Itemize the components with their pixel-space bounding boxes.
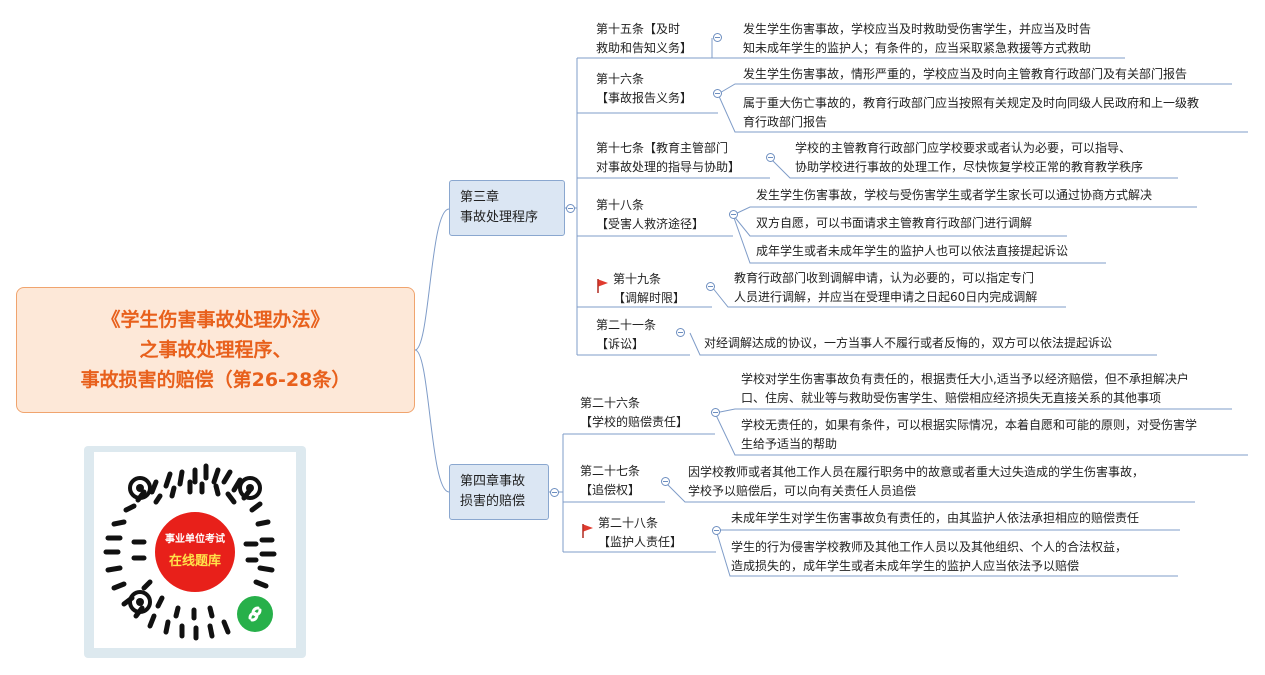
article-19[interactable]: 第十九条 【调解时限】 (613, 270, 685, 308)
flag-icon (582, 524, 593, 538)
collapse-icon[interactable] (711, 408, 720, 417)
collapse-icon[interactable] (566, 204, 575, 213)
article-21-line-1: 第二十一条 (596, 318, 657, 332)
article-19-line-1: 第十九条 (613, 272, 662, 286)
leaf-18-c-line-1: 成年学生或者未成年学生的监护人也可以依法直接提起诉讼 (756, 244, 1069, 258)
leaf-16-b-line-1: 属于重大伤亡事故的，教育行政部门应当按照有关规定及时向同级人民政府和上一级教 (743, 96, 1200, 110)
leaf-21-a-line-1: 对经调解达成的协议，一方当事人不履行或者反悔的，双方可以依法提起诉讼 (704, 336, 1113, 350)
leaf-27-a-line-1: 因学校教师或者其他工作人员在履行职务中的故意或者重大过失造成的学生伤害事故， (688, 465, 1145, 479)
leaf-18-b-line-1: 双方自愿，可以书面请求主管教育行政部门进行调解 (756, 216, 1033, 230)
article-21[interactable]: 第二十一条 【诉讼】 (596, 316, 656, 354)
article-16[interactable]: 第十六条 【事故报告义务】 (596, 70, 692, 108)
root-title-line-3: 事故损害的赔偿（第26-28条） (80, 369, 351, 391)
article-19-line-2: 【调解时限】 (613, 291, 686, 305)
root-topic[interactable]: 《学生伤害事故处理办法》 之事故处理程序、 事故损害的赔偿（第26-28条） (16, 287, 415, 413)
article-15-line-2: 救助和告知义务】 (596, 41, 693, 55)
leaf-26-b-line-1: 学校无责任的，如果有条件，可以根据实际情况，本着自愿和可能的原则，对受伤害学 (741, 418, 1198, 432)
branch-chapter-4[interactable]: 第四章事故 损害的赔偿 (449, 464, 549, 520)
article-18[interactable]: 第十八条 【受害人救济途径】 (596, 196, 704, 234)
article-27[interactable]: 第二十七条 【追偿权】 (580, 462, 640, 500)
leaf-17-a[interactable]: 学校的主管教育行政部门应学校要求或者认为必要，可以指导、 协助学校进行事故的处理… (795, 139, 1143, 177)
collapse-icon[interactable] (706, 282, 715, 291)
article-26[interactable]: 第二十六条 【学校的赔偿责任】 (580, 394, 688, 432)
article-28-line-2: 【监护人责任】 (598, 535, 683, 549)
leaf-18-a-line-1: 发生学生伤害事故，学校与受伤害学生或者学生家长可以通过协商方式解决 (756, 188, 1153, 202)
leaf-15-a-line-1: 发生学生伤害事故，学校应当及时救助受伤害学生，并应当及时告 (743, 22, 1092, 36)
qr-code[interactable] (94, 452, 296, 648)
collapse-icon[interactable] (676, 328, 685, 337)
leaf-21-a[interactable]: 对经调解达成的协议，一方当事人不履行或者反悔的，双方可以依法提起诉讼 (704, 334, 1112, 353)
leaf-27-a[interactable]: 因学校教师或者其他工作人员在履行职务中的故意或者重大过失造成的学生伤害事故， 学… (688, 463, 1144, 501)
article-16-line-1: 第十六条 (596, 72, 645, 86)
article-21-line-2: 【诉讼】 (596, 337, 645, 351)
leaf-18-b[interactable]: 双方自愿，可以书面请求主管教育行政部门进行调解 (756, 214, 1032, 233)
collapse-icon[interactable] (766, 153, 775, 162)
leaf-26-a-line-2: 口、住房、就业等与救助受伤害学生、赔偿相应经济损失无直接关系的其他事项 (741, 391, 1162, 405)
collapse-icon[interactable] (713, 89, 722, 98)
leaf-16-b[interactable]: 属于重大伤亡事故的，教育行政部门应当按照有关规定及时向同级人民政府和上一级教 育… (743, 94, 1199, 132)
article-18-line-2: 【受害人救济途径】 (596, 217, 705, 231)
leaf-19-a-line-1: 教育行政部门收到调解申请，认为必要的，可以指定专门 (734, 271, 1035, 285)
branch-chapter-3-line-2: 事故处理程序 (460, 210, 539, 225)
article-27-line-1: 第二十七条 (580, 464, 641, 478)
leaf-19-a-line-2: 人员进行调解，并应当在受理申请之日起60日内完成调解 (734, 290, 1038, 304)
branch-chapter-4-line-1: 第四章事故 (460, 474, 526, 489)
qr-badge-line-2: 在线题库 (168, 554, 221, 569)
article-26-line-1: 第二十六条 (580, 396, 641, 410)
qr-center-badge: 事业单位考试 在线题库 (152, 509, 238, 595)
leaf-28-b-line-2: 造成损失的，成年学生或者未成年学生的监护人应当依法予以赔偿 (731, 559, 1080, 573)
leaf-17-a-line-1: 学校的主管教育行政部门应学校要求或者认为必要，可以指导、 (795, 141, 1132, 155)
article-28[interactable]: 第二十八条 【监护人责任】 (598, 514, 682, 552)
leaf-15-a-line-2: 知未成年学生的监护人；有条件的，应当采取紧急救援等方式救助 (743, 41, 1092, 55)
article-18-line-1: 第十八条 (596, 198, 645, 212)
leaf-16-a[interactable]: 发生学生伤害事故，情形严重的，学校应当及时向主管教育行政部门及有关部门报告 (743, 65, 1187, 84)
leaf-28-b[interactable]: 学生的行为侵害学校教师及其他工作人员以及其他组织、个人的合法权益， 造成损失的，… (731, 538, 1127, 576)
leaf-16-a-line-1: 发生学生伤害事故，情形严重的，学校应当及时向主管教育行政部门及有关部门报告 (743, 67, 1188, 81)
leaf-26-a[interactable]: 学校对学生伤害事故负有责任的，根据责任大小,适当予以经济赔偿，但不承担解决户 口… (741, 370, 1189, 408)
article-26-line-2: 【学校的赔偿责任】 (580, 415, 689, 429)
collapse-icon[interactable] (729, 210, 738, 219)
article-17-line-1: 第十七条【教育主管部门 (596, 141, 729, 155)
branch-chapter-4-line-2: 损害的赔偿 (460, 494, 526, 509)
leaf-26-b[interactable]: 学校无责任的，如果有条件，可以根据实际情况，本着自愿和可能的原则，对受伤害学 生… (741, 416, 1197, 454)
collapse-icon[interactable] (550, 488, 559, 497)
leaf-27-a-line-2: 学校予以赔偿后，可以向有关责任人员追偿 (688, 484, 917, 498)
article-28-line-1: 第二十八条 (598, 516, 659, 530)
leaf-28-a-line-1: 未成年学生对学生伤害事故负有责任的，由其监护人依法承担相应的赔偿责任 (731, 511, 1140, 525)
leaf-18-c[interactable]: 成年学生或者未成年学生的监护人也可以依法直接提起诉讼 (756, 242, 1068, 261)
leaf-28-a[interactable]: 未成年学生对学生伤害事故负有责任的，由其监护人依法承担相应的赔偿责任 (731, 509, 1139, 528)
branch-chapter-3[interactable]: 第三章 事故处理程序 (449, 180, 565, 236)
article-15-line-1: 第十五条【及时 (596, 22, 681, 36)
branch-chapter-3-line-1: 第三章 (460, 190, 500, 205)
article-17-line-2: 对事故处理的指导与协助】 (596, 160, 741, 174)
collapse-icon[interactable] (713, 33, 722, 42)
leaf-26-a-line-1: 学校对学生伤害事故负有责任的，根据责任大小,适当予以经济赔偿，但不承担解决户 (741, 372, 1189, 386)
leaf-26-b-line-2: 生给予适当的帮助 (741, 437, 838, 451)
article-15[interactable]: 第十五条【及时 救助和告知义务】 (596, 20, 692, 58)
miniprogram-icon (237, 596, 273, 632)
flag-icon (597, 279, 608, 293)
leaf-18-a[interactable]: 发生学生伤害事故，学校与受伤害学生或者学生家长可以通过协商方式解决 (756, 186, 1152, 205)
root-title-line-2: 之事故处理程序、 (139, 339, 292, 361)
leaf-16-b-line-2: 育行政部门报告 (743, 115, 828, 129)
article-17[interactable]: 第十七条【教育主管部门 对事故处理的指导与协助】 (596, 139, 740, 177)
article-16-line-2: 【事故报告义务】 (596, 91, 693, 105)
qr-badge-line-1: 事业单位考试 (165, 534, 225, 545)
collapse-icon[interactable] (661, 477, 670, 486)
leaf-19-a[interactable]: 教育行政部门收到调解申请，认为必要的，可以指定专门 人员进行调解，并应当在受理申… (734, 269, 1037, 307)
collapse-icon[interactable] (712, 526, 721, 535)
root-title-line-1: 《学生伤害事故处理办法》 (101, 309, 330, 331)
leaf-28-b-line-1: 学生的行为侵害学校教师及其他工作人员以及其他组织、个人的合法权益， (731, 540, 1128, 554)
leaf-17-a-line-2: 协助学校进行事故的处理工作，尽快恢复学校正常的教育教学秩序 (795, 160, 1144, 174)
leaf-15-a[interactable]: 发生学生伤害事故，学校应当及时救助受伤害学生，并应当及时告 知未成年学生的监护人… (743, 20, 1091, 58)
article-27-line-2: 【追偿权】 (580, 483, 641, 497)
